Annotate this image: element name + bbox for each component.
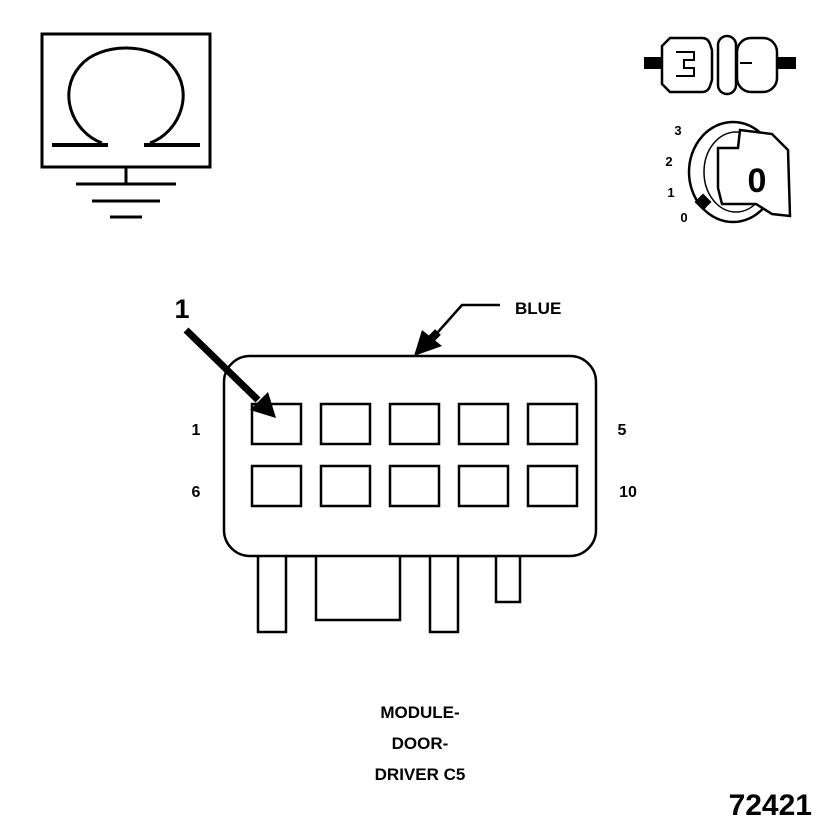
color-callout: BLUE: [414, 299, 561, 356]
connector-seal-ring: [716, 34, 738, 96]
ignition-position-1: 1: [667, 185, 674, 200]
color-arrowhead: [414, 330, 442, 356]
male-terminal-outline: [676, 51, 695, 77]
pin-label-5: 5: [618, 422, 627, 439]
right-wire: [776, 57, 796, 69]
ignition-position-0: 0: [680, 210, 687, 225]
pin-cavity-9: [457, 464, 510, 508]
pin-cavity-2: [319, 402, 372, 446]
connector-male-half: [660, 36, 714, 94]
pin-cavity-6: [250, 464, 303, 508]
connector-face: 1 5 6 10: [192, 354, 637, 634]
caption-line-1: MODULE-: [380, 703, 459, 722]
ignition-key-icon: 3 2 1 0 0: [665, 120, 792, 225]
caption-line-3: DRIVER C5: [375, 765, 466, 784]
pin-label-10: 10: [619, 484, 637, 501]
pin-cavity-10: [526, 464, 579, 508]
omega-symbol: [67, 46, 185, 145]
left-wire: [644, 57, 664, 69]
pin-cavities: [250, 402, 579, 508]
pin-cavity-8: [388, 464, 441, 508]
callout-arrow-shaft: [183, 327, 261, 403]
ignition-position-2: 2: [665, 154, 672, 169]
disconnected-connector-icon: [644, 34, 796, 96]
ignition-key-position-text: 0: [748, 162, 767, 200]
ignition-key-head: [716, 128, 792, 218]
ohmmeter-frame: [40, 32, 212, 169]
ohmmeter-ground-icon: [40, 32, 212, 219]
figure-number: 72421: [729, 789, 812, 822]
pin-label-1: 1: [192, 422, 201, 439]
connector-female-half: [735, 36, 779, 94]
callout-arrowhead: [250, 392, 276, 418]
pin-label-6: 6: [192, 484, 201, 501]
connector-housing: [222, 354, 598, 558]
pin-cavity-7: [319, 464, 372, 508]
pin-cavity-3: [388, 402, 441, 446]
connector-latch-tabs: [256, 554, 522, 634]
ignition-position-3: 3: [674, 123, 681, 138]
pin-cavity-4: [457, 402, 510, 446]
color-leader-line: [437, 303, 500, 333]
caption-line-2: DOOR-: [392, 734, 449, 753]
callout-number: 1: [174, 294, 189, 324]
callout-1: 1: [174, 294, 276, 418]
pin-cavity-5: [526, 402, 579, 446]
connector-color-label: BLUE: [515, 299, 561, 318]
ignition-position-marker: [694, 193, 712, 211]
caption: MODULE- DOOR- DRIVER C5: [375, 703, 466, 784]
